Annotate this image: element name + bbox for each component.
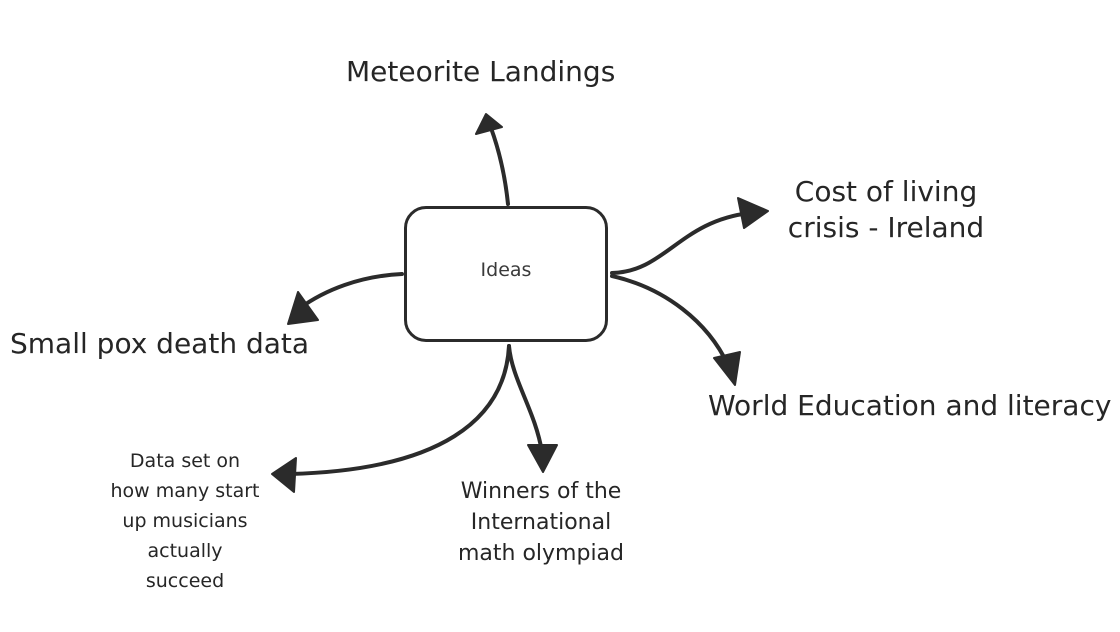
center-node[interactable]: Ideas (404, 206, 608, 342)
arrow-line-cost-of-living (610, 211, 752, 275)
arrowhead-meteorite (475, 113, 503, 135)
node-musicians-line-1: Data set on (129, 450, 241, 472)
node-world-education-label: World Education and literacy (708, 389, 1112, 422)
node-musicians-line-4: actually (147, 540, 223, 562)
node-musicians-line-2: how many start (110, 480, 260, 502)
arrow-line-small-pox (298, 272, 404, 310)
arrowhead-cost-of-living (737, 197, 769, 229)
node-meteorite-landings-label: Meteorite Landings (346, 55, 616, 88)
node-math-olympiad-line-1: Winners of the (460, 479, 622, 504)
node-meteorite-landings[interactable]: Meteorite Landings (346, 54, 615, 90)
node-math-olympiad-line-3: math olympiad (457, 541, 625, 566)
node-small-pox-label: Small pox death data (10, 327, 310, 360)
arrow-line-meteorite (489, 126, 510, 206)
node-small-pox[interactable]: Small pox death data (10, 326, 309, 362)
node-world-education[interactable]: World Education and literacy (708, 388, 1111, 424)
node-cost-of-living-line-1: Cost of living (794, 175, 978, 208)
node-musicians[interactable]: Data set on how many start up musicians … (110, 446, 260, 596)
arrow-line-math-olympiad (507, 344, 544, 454)
node-cost-of-living-line-2: crisis - Ireland (787, 211, 985, 244)
node-cost-of-living[interactable]: Cost of living crisis - Ireland (776, 174, 996, 246)
arrow-line-world-education (610, 274, 730, 367)
arrowhead-world-education (713, 351, 741, 386)
node-musicians-line-3: up musicians (122, 510, 248, 532)
node-math-olympiad[interactable]: Winners of the International math olympi… (446, 476, 636, 569)
arrowhead-small-pox (287, 291, 319, 325)
arrowhead-musicians (271, 457, 297, 493)
center-node-label: Ideas (480, 259, 532, 281)
node-musicians-line-5: succeed (145, 570, 225, 592)
arrow-line-musicians (288, 344, 511, 476)
node-math-olympiad-line-2: International (470, 510, 612, 535)
arrowhead-math-olympiad (527, 444, 558, 473)
